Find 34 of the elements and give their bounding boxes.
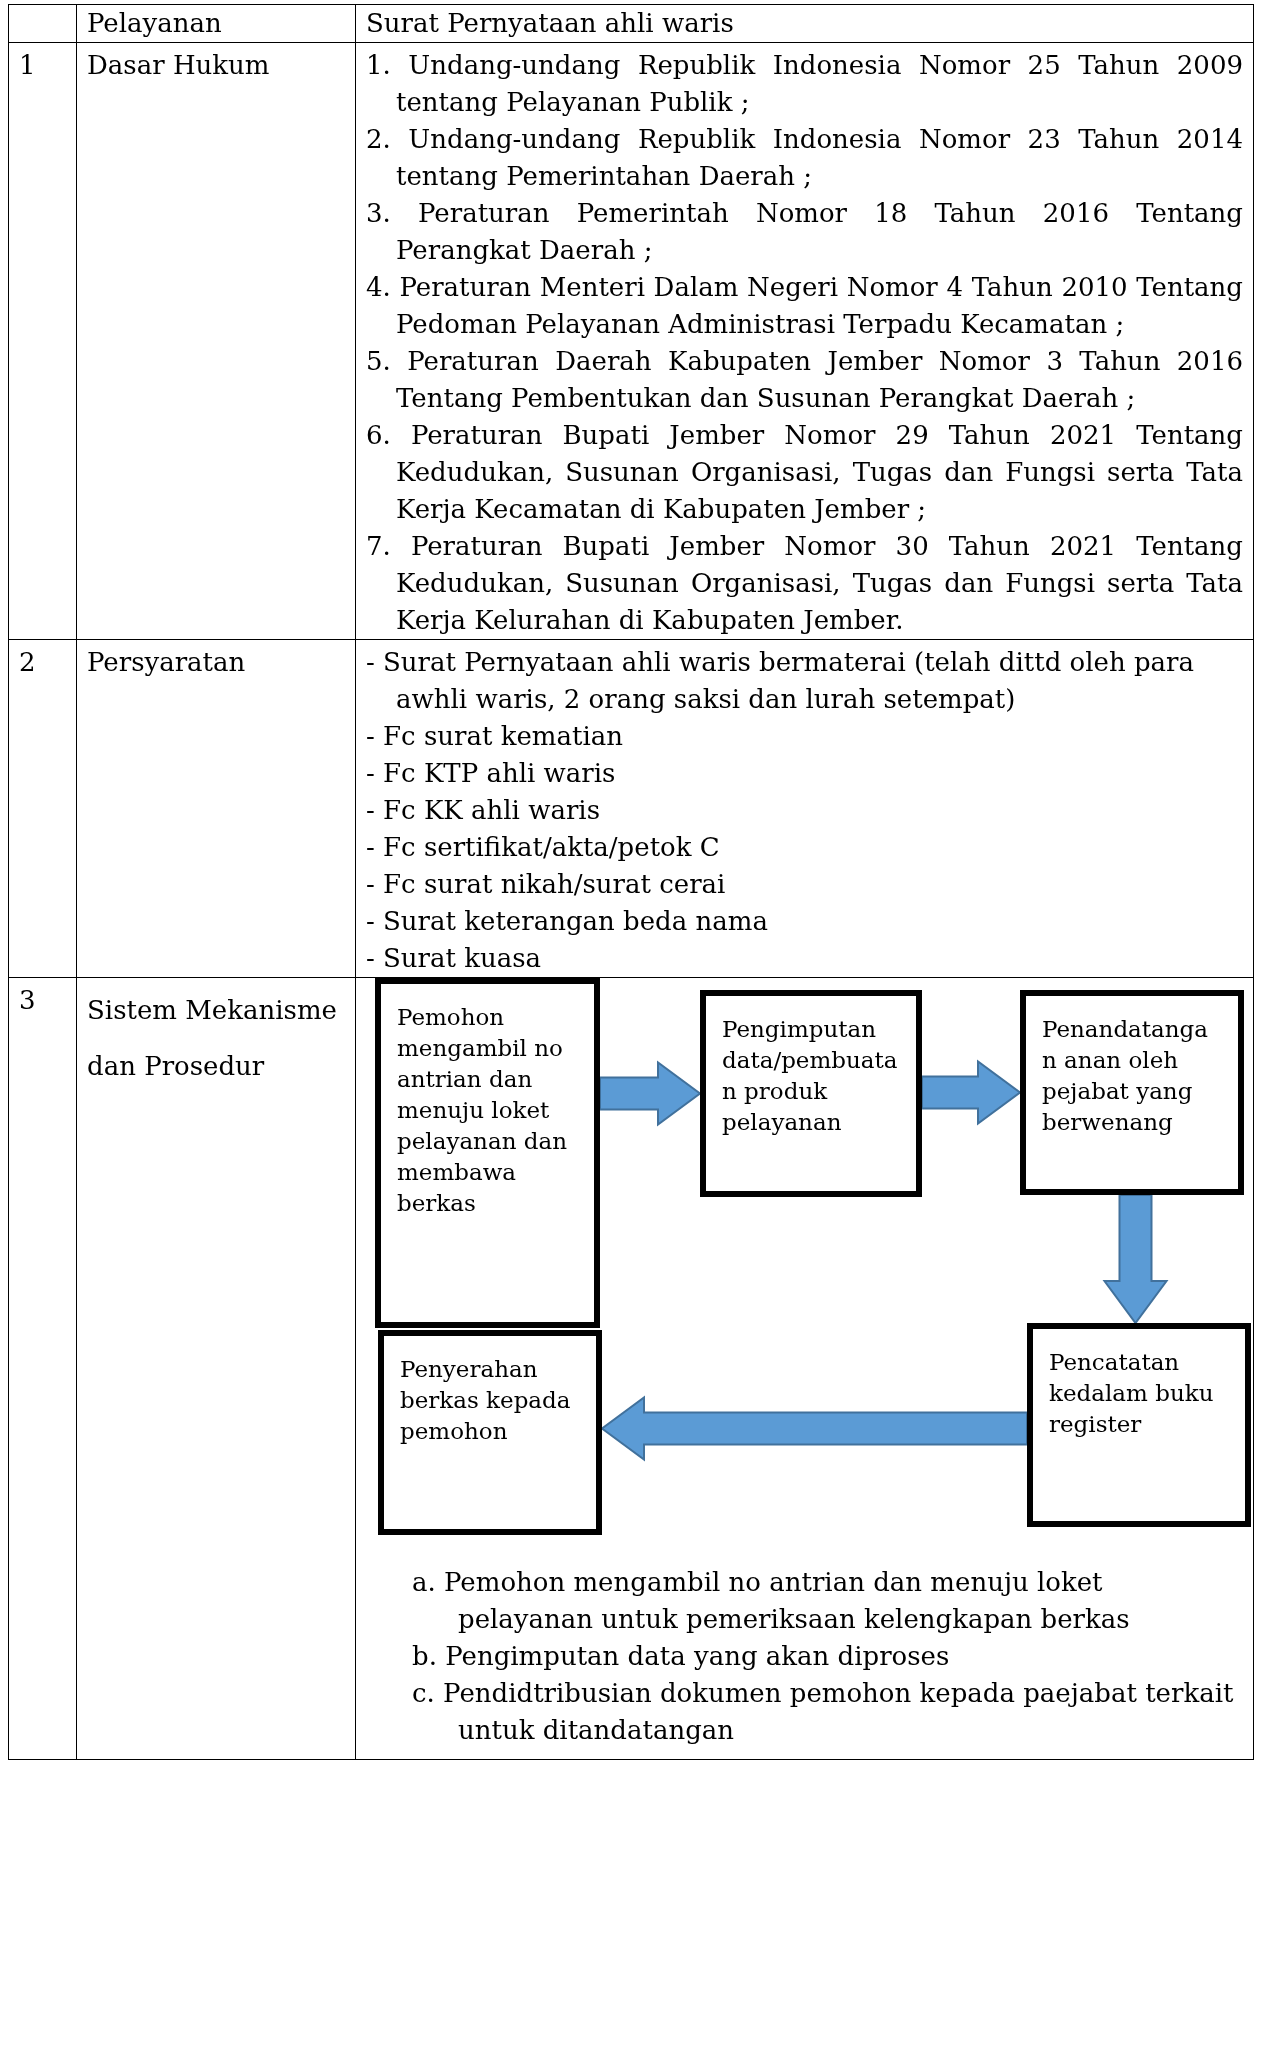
legal-basis-item: 2. Undang-undang Republik Indonesia Nomor 23 Tahun 2014 tentang Pemerintahan Daerah ;: [366, 123, 1243, 193]
requirement-item: - Fc surat kematian: [366, 720, 624, 753]
requirement-item: - Fc surat nikah/surat cerai: [366, 868, 727, 901]
row-number: 3: [19, 984, 37, 1017]
process-box: Pengimputan data/pembuatan produk pelayanan: [700, 990, 922, 1197]
block-arrow: [921, 1059, 1022, 1126]
block-arrow: [1102, 1194, 1169, 1325]
process-box: Penandatangan anan oleh pejabat yang berwenang: [1020, 990, 1244, 1195]
row-number: 2: [19, 646, 37, 679]
requirement-item: - Fc sertifikat/akta/petok C: [366, 831, 721, 864]
column-header: Pelayanan: [87, 7, 223, 40]
requirement-item: - Surat kuasa: [366, 942, 543, 975]
requirement-item: - Fc KTP ahli waris: [366, 757, 617, 790]
process-box: Penyerahan berkas kepada pemohon: [378, 1330, 602, 1535]
process-box: Pencatatan kedalam buku register: [1027, 1323, 1251, 1527]
row-number: 1: [19, 49, 37, 82]
procedure-step-text: c. Pendidtribusian dokumen pemohon kepada paejabat terkait untuk ditandatangan: [412, 1677, 1235, 1747]
requirement-item: - Surat keterangan beda nama: [366, 905, 769, 938]
legal-basis-item: 4. Peraturan Menteri Dalam Negeri Nomor 4 Tahun 2010 Tentang Pedoman Pelayanan Administrasi Terpadu Kecamatan ;: [366, 271, 1243, 341]
row-heading: Dasar Hukum: [87, 49, 271, 82]
legal-basis-item: 1. Undang-undang Republik Indonesia Nomor 25 Tahun 2009 tentang Pelayanan Publik ;: [366, 49, 1243, 119]
row-heading: Sistem Mekanisme dan Prosedur: [87, 994, 338, 1083]
column-header: Surat Pernyataan ahli waris: [366, 7, 735, 40]
procedure-step-text: b. Pengimputan data yang akan diproses: [412, 1640, 951, 1673]
process-box: Pemohon mengambil no antrian dan menuju loket pelayanan dan membawa berkas: [375, 978, 600, 1328]
legal-basis-item: 6. Peraturan Bupati Jember Nomor 29 Tahun 2021 Tentang Kedudukan, Susunan Organisasi, Tugas dan Fungsi serta Tata Kerja Kecamatan di Kabupaten Jember ;: [366, 419, 1243, 526]
legal-basis-item: 3. Peraturan Pemerintah Nomor 18 Tahun 2016 Tentang Perangkat Daerah ;: [366, 197, 1243, 267]
row-heading: Persyaratan: [87, 646, 247, 679]
block-arrow: [600, 1395, 1028, 1462]
requirement-item: - Fc KK ahli waris: [366, 794, 601, 827]
requirement-item: - Surat Pernyataan ahli waris bermaterai (telah dittd oleh para awhli waris, 2 orang saksi dan lurah setempat): [366, 646, 1195, 716]
legal-basis-item: 5. Peraturan Daerah Kabupaten Jember Nomor 3 Tahun 2016 Tentang Pembentukan dan Susunan Perangkat Daerah ;: [366, 345, 1243, 415]
block-arrow: [599, 1060, 702, 1127]
legal-basis-item: 7. Peraturan Bupati Jember Nomor 30 Tahun 2021 Tentang Kedudukan, Susunan Organisasi, Tugas dan Fungsi serta Tata Kerja Kelurahan di Kabupaten Jember.: [366, 530, 1243, 637]
